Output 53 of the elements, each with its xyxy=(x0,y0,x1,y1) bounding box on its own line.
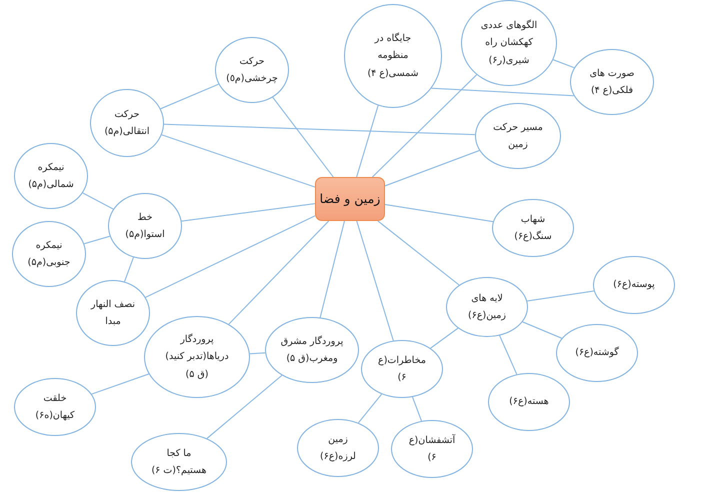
topic-label: زمین لرزه(ع۶) xyxy=(320,432,356,464)
topic-label: گوشته(ع۶) xyxy=(575,346,619,360)
central-topic-label: زمین و فضا xyxy=(320,190,380,208)
topic-label: حرکت انتقالی(م۵) xyxy=(104,108,150,139)
topic-ellipse xyxy=(361,340,443,398)
connector-line xyxy=(161,134,316,188)
connector-line xyxy=(430,88,574,96)
topic-label: جایگاه در منظومه شمسی(ع ۴) xyxy=(367,32,419,81)
topic-label: شهاب سنگ(ع۶) xyxy=(514,212,552,244)
connector-line xyxy=(430,328,458,349)
connector-line xyxy=(160,84,220,110)
connector-line xyxy=(499,335,518,375)
connector-line xyxy=(272,96,334,178)
topic-label: پروردگار مشرق ومغرب(ق ۵) xyxy=(280,334,344,366)
connector-line xyxy=(228,220,330,325)
central-topic-box xyxy=(315,177,385,221)
topic-label: نصف النهار مبدا xyxy=(91,298,135,329)
connector-line xyxy=(526,290,594,302)
topic-label: خط استوا(م۵) xyxy=(125,210,165,242)
topic-label: نیمکره جنوبی(م۵) xyxy=(28,238,70,270)
connector-line xyxy=(384,150,480,186)
connector-line xyxy=(320,220,345,318)
topic-label: هسته(ع۶) xyxy=(509,395,549,410)
topic-label: الگوهای عددی کهکشان راه شیری(ر۶) xyxy=(480,18,538,68)
connector-line xyxy=(181,203,316,222)
topic-label: پروردگار دریاها(تدبر کنید) (ق ۵) xyxy=(165,332,229,382)
topic-label: صورت های فلکی(ع ۴) xyxy=(590,66,634,98)
topic-label: مخاطرات(ع ۶) xyxy=(378,354,426,385)
connector-line xyxy=(124,256,134,282)
topic-label: خلقت کیهان(ه۶) xyxy=(35,392,75,423)
connector-line xyxy=(206,374,282,439)
connector-line xyxy=(358,394,382,424)
connector-line xyxy=(356,105,379,178)
topic-label: ما کجا هستیم؟(ت ۶) xyxy=(151,446,207,478)
connector-line xyxy=(84,236,110,244)
connector-line xyxy=(384,204,494,222)
connector-line xyxy=(91,373,150,395)
connector-line xyxy=(82,192,114,210)
connector-line xyxy=(372,74,478,178)
connector-line xyxy=(377,220,460,286)
topic-label: لایه های زمین(ع۶) xyxy=(468,292,506,323)
connector-line xyxy=(249,352,266,354)
connector-line xyxy=(552,59,575,68)
topic-label: نیمکره شمالی(م۵) xyxy=(28,160,74,192)
connector-line xyxy=(522,321,562,339)
topic-label: حرکت چرخشی(م٥) xyxy=(226,54,278,86)
connector-line xyxy=(356,220,394,342)
topic-label: آتشفشان(ع ۶) xyxy=(408,433,456,465)
topic-label: مسیر حرکت زمین xyxy=(493,120,543,152)
connector-line xyxy=(145,215,316,298)
connector-line xyxy=(163,124,476,136)
topic-label: پوسته(ع۶) xyxy=(613,278,655,292)
connector-line xyxy=(412,396,422,422)
